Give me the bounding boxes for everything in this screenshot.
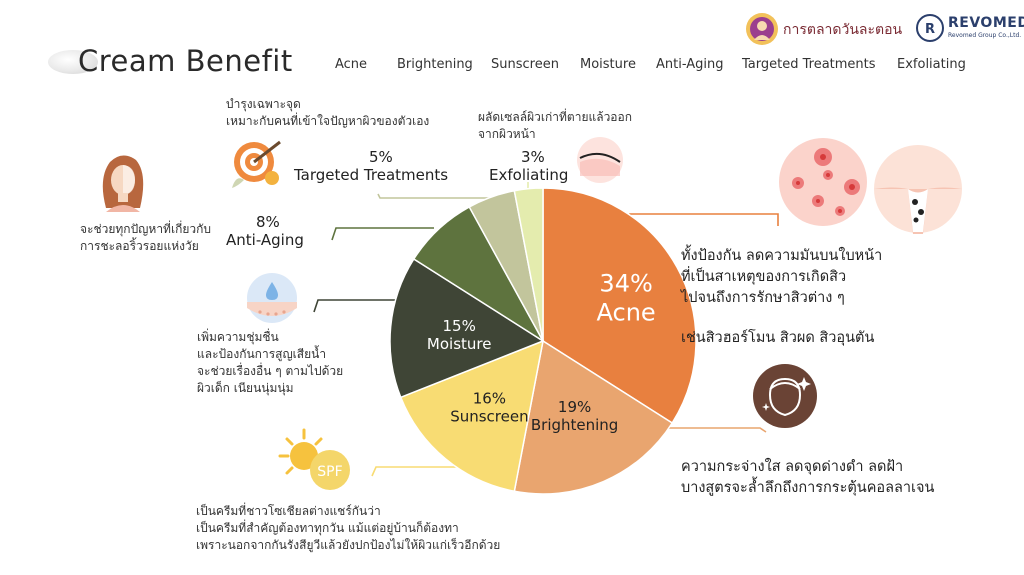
slice-pct-moisture: 15%: [443, 317, 476, 335]
skin-layer-icon: [577, 137, 623, 183]
nav-anti-aging[interactable]: Anti-Aging: [656, 57, 724, 72]
connector-acne: [629, 213, 779, 226]
slice-pct-acne: 34%: [599, 270, 652, 298]
woman-face-icon: [102, 155, 144, 212]
svg-text:R: R: [925, 22, 935, 37]
label-targeted-pct: 5%: [369, 148, 393, 166]
pie-slice-sunscreen: [399, 339, 544, 493]
label-targeted-name: Targeted Treatments: [294, 166, 449, 184]
slice-pct-sunscreen: 16%: [473, 390, 506, 408]
slice-name-sunscreen: Sunscreen: [450, 408, 528, 426]
connector-moisture: [313, 299, 396, 313]
revomed-logo-icon: R: [916, 14, 944, 42]
desc-anti-aging: จะช่วยทุกปัญหาที่เกี่ยวกับการชะลอริ้วรอย…: [80, 222, 211, 253]
slice-name-acne: Acne: [597, 299, 656, 327]
label-exfoliating-name: Exfoliating: [489, 166, 569, 184]
brand-name: การตลาดวันละตอน: [783, 22, 903, 38]
slice-name-brightening: Brightening: [531, 416, 618, 434]
moisture-drop-icon: [247, 273, 297, 323]
sun-spf-icon: SPF: [278, 428, 350, 490]
target-icon: [232, 140, 281, 188]
nav-moisture[interactable]: Moisture: [580, 57, 636, 72]
spf-text: SPF: [317, 464, 342, 480]
label-exfoliating-pct: 3%: [521, 148, 545, 166]
connector-sunscreen: [371, 466, 458, 477]
connector-lines: [313, 182, 779, 477]
nav-targeted-treatments[interactable]: Targeted Treatments: [742, 57, 876, 72]
label-anti-aging-pct: 8%: [256, 213, 280, 231]
slice-pct-brightening: 19%: [558, 398, 591, 416]
desc-exfoliating: ผลัดเซลล์ผิวเก่าที่ตายแล้วออกจากผิวหน้า: [478, 110, 632, 141]
connector-targeted: [377, 193, 492, 199]
face-care-icon: [753, 364, 817, 428]
cream-swatch-icon: [48, 50, 98, 74]
desc-brightening: ความกระจ่างใส ลดจุดด่างดำ ลดฝ้าบางสูตรจะ…: [681, 459, 935, 496]
pie-slice-moisture: [389, 257, 545, 399]
acne-skin-icon: [779, 138, 867, 226]
revomed-sub: Revomed Group Co.,Ltd.: [948, 32, 1022, 39]
desc-moisture: เพิ่มความชุ่มชื่นและป้องกันการสูญเสียน้ำ…: [197, 330, 344, 395]
connector-brightening: [664, 427, 767, 433]
connector-anti-aging: [331, 227, 434, 241]
nav-exfoliating[interactable]: Exfoliating: [897, 57, 966, 72]
revomed-name: REVOMED: [948, 15, 1024, 31]
desc-targeted: บำรุงเฉพาะจุดเหมาะกับคนที่เข้าใจปัญหาผิว…: [226, 97, 430, 128]
pie-slice-acne: [542, 187, 697, 425]
nav-acne[interactable]: Acne: [335, 57, 368, 72]
slice-name-moisture: Moisture: [427, 335, 492, 353]
page-title: Cream Benefit: [78, 44, 293, 78]
pie-slice-exfoliating: [513, 187, 544, 342]
nav-sunscreen[interactable]: Sunscreen: [491, 57, 559, 72]
nav-brightening[interactable]: Brightening: [397, 57, 473, 72]
pore-icon: [874, 145, 962, 234]
desc-sunscreen: เป็นครีมที่ชาวโซเชียลต่างแชร์กันว่าเป็นค…: [196, 504, 501, 552]
desc-acne: ทั้งป้องกัน ลดความมันบนใบหน้าที่เป็นสาเห…: [681, 248, 883, 346]
label-anti-aging-name: Anti-Aging: [226, 231, 304, 249]
brand-logo-icon: [746, 13, 778, 45]
pie-slice-brightening: [513, 339, 674, 495]
